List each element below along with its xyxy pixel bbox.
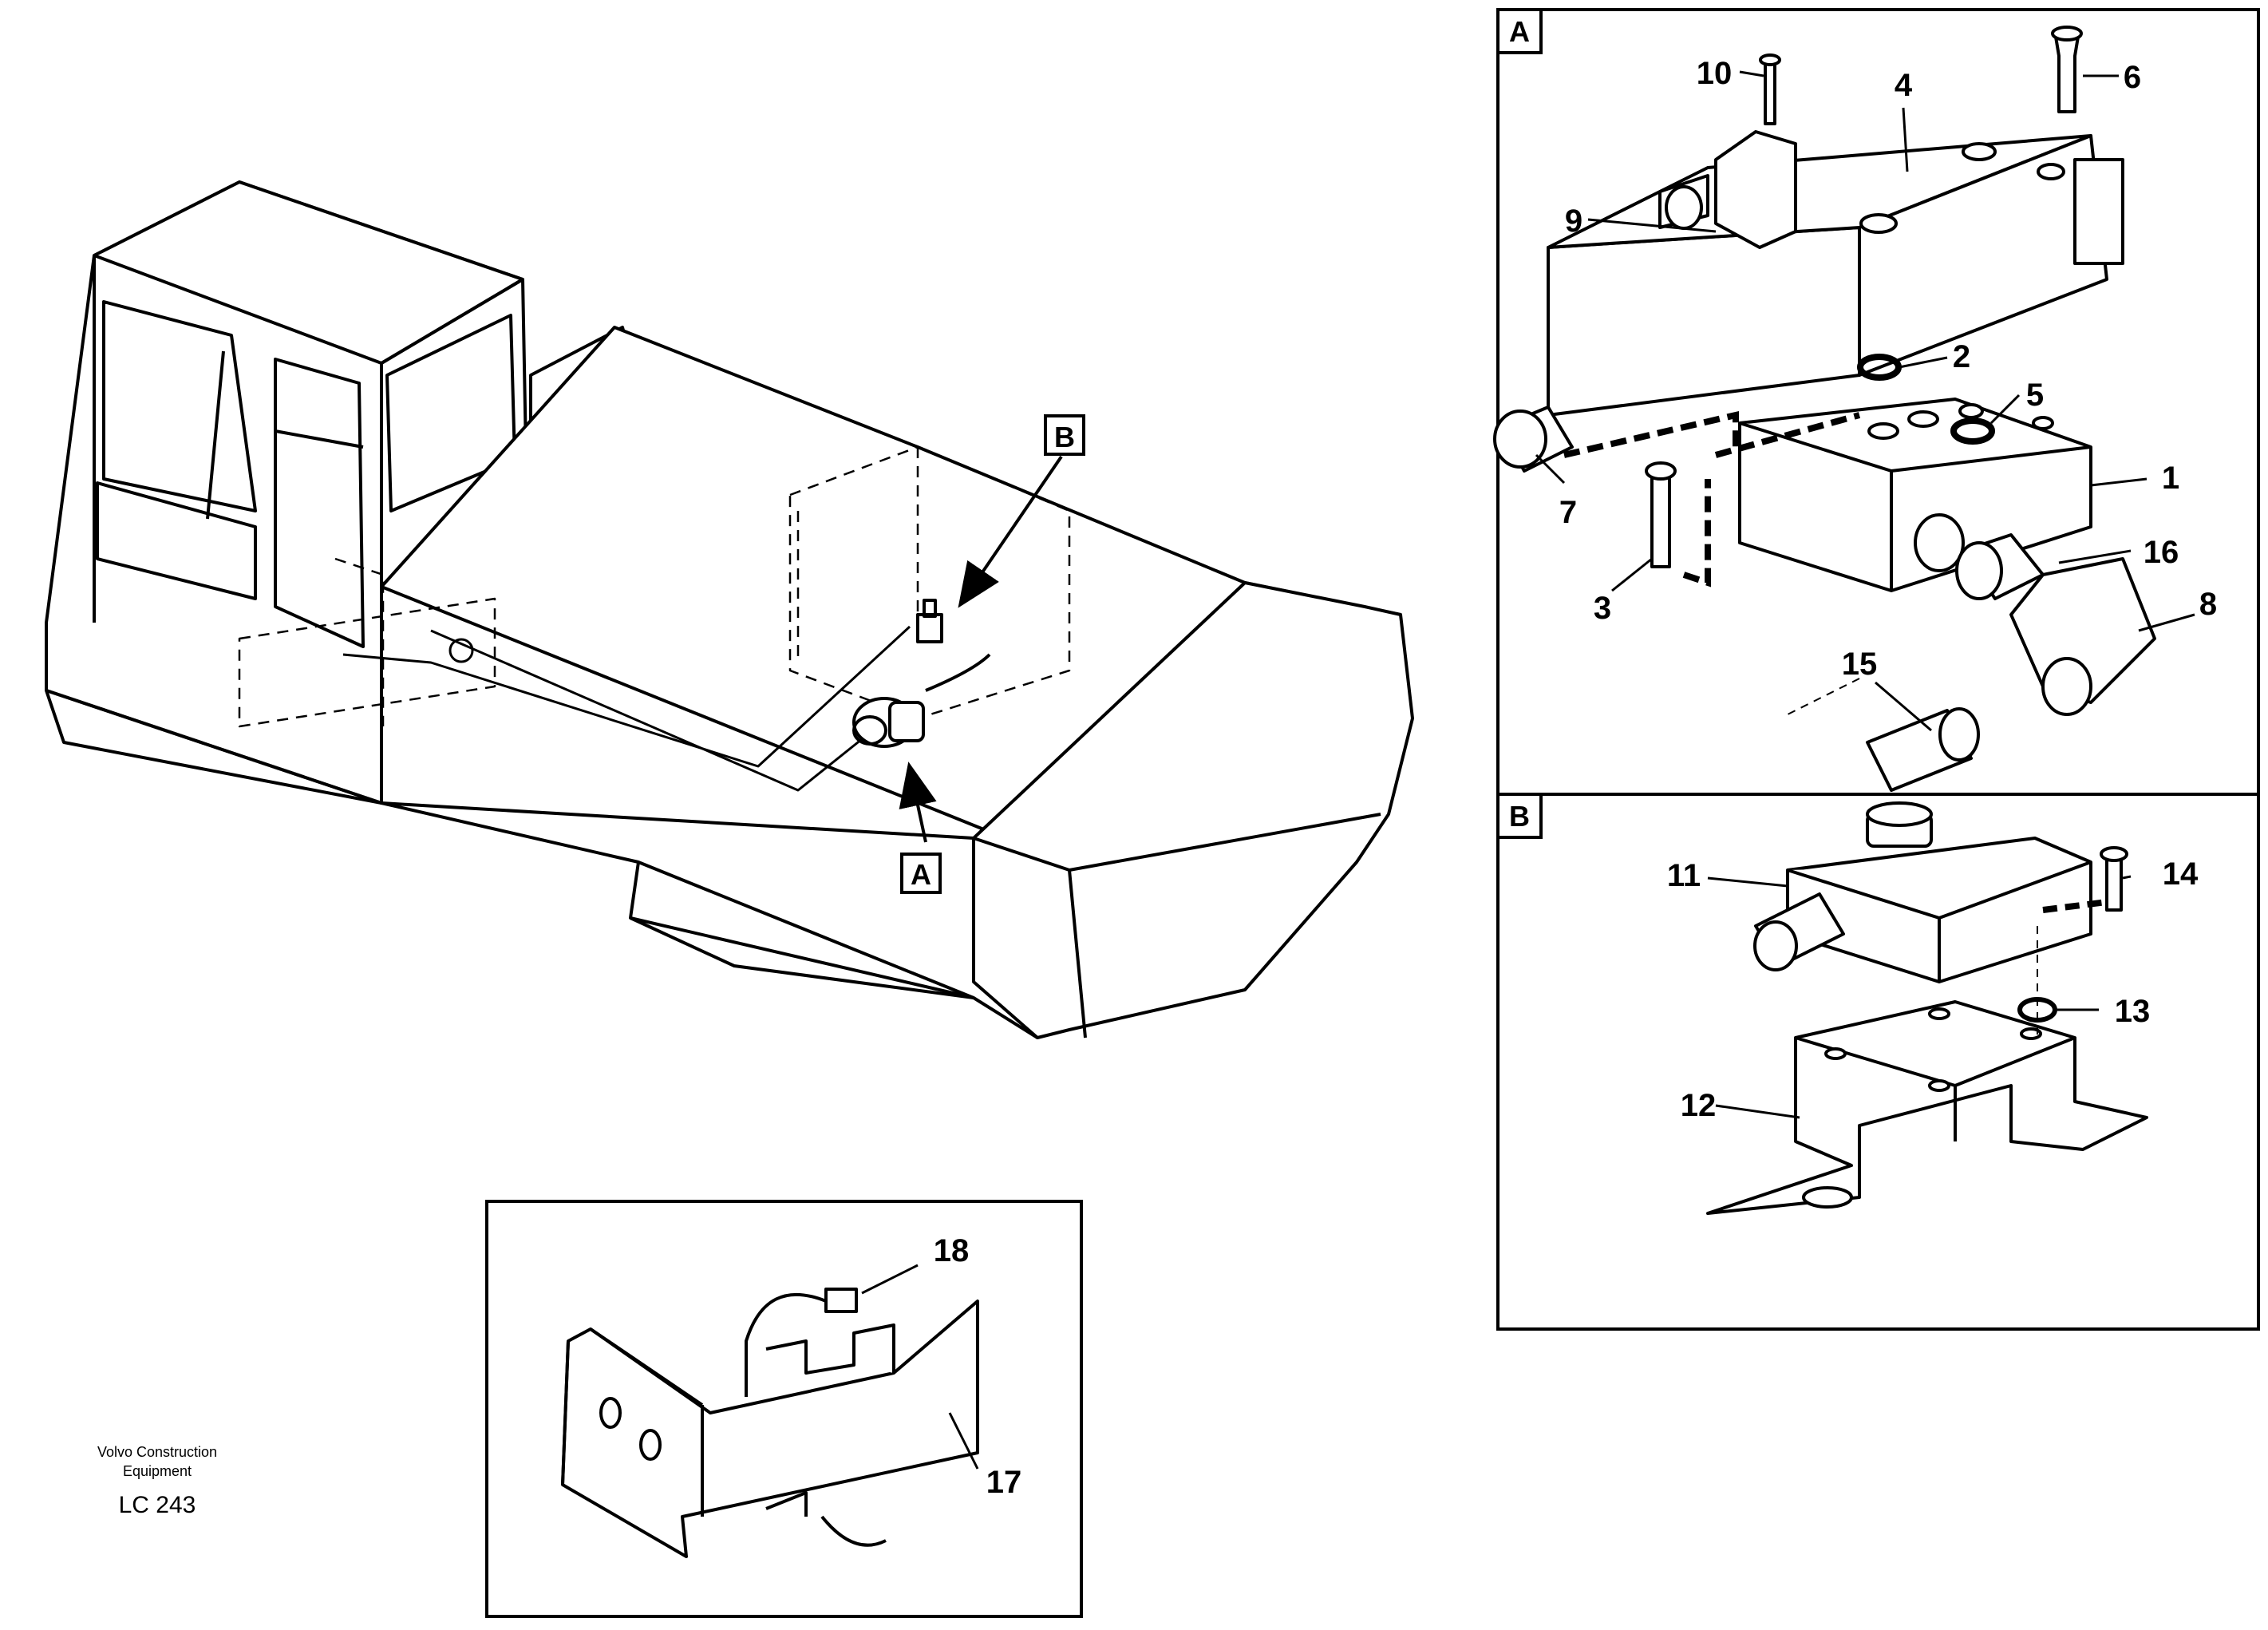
detail-panel-a: A xyxy=(1493,8,2260,796)
callout-9: 9 xyxy=(1565,204,1582,239)
callout-2: 2 xyxy=(1953,339,1970,374)
footer-company-line1: Volvo Construction xyxy=(97,1444,217,1460)
callout-16: 16 xyxy=(2144,535,2179,570)
svg-text:B: B xyxy=(1054,421,1075,453)
footer-code: LC 243 xyxy=(119,1492,196,1518)
callout-14: 14 xyxy=(2163,857,2199,892)
callout-13: 13 xyxy=(2115,994,2151,1029)
callout-15: 15 xyxy=(1842,647,1878,682)
callout-4: 4 xyxy=(1895,68,1913,103)
callout-7: 7 xyxy=(1559,495,1577,530)
callout-17: 17 xyxy=(986,1465,1022,1500)
callout-1: 1 xyxy=(2162,461,2179,496)
callout-10: 10 xyxy=(1697,56,1733,91)
detail-panel-b: B xyxy=(1496,793,2260,1331)
main-tag-a: A xyxy=(900,853,942,894)
detail-panel-c: 18 17 xyxy=(485,1200,1083,1618)
callout-11: 11 xyxy=(1667,858,1701,893)
callout-12: 12 xyxy=(1681,1088,1717,1123)
svg-text:A: A xyxy=(911,858,931,891)
footer-caption: Volvo Construction Equipment LC 243 xyxy=(97,1444,217,1518)
footer-company-line2: Equipment xyxy=(123,1463,192,1479)
detail-b-tag: B xyxy=(1509,800,1530,833)
detail-a-tag: A xyxy=(1509,15,1530,48)
callout-5: 5 xyxy=(2026,378,2044,413)
callout-8: 8 xyxy=(2199,587,2217,622)
callout-3: 3 xyxy=(1594,591,1611,626)
excavator-main-view xyxy=(45,180,1414,1039)
callout-6: 6 xyxy=(2124,60,2141,95)
main-tag-b: B xyxy=(1044,414,1085,456)
callout-18: 18 xyxy=(934,1233,970,1268)
